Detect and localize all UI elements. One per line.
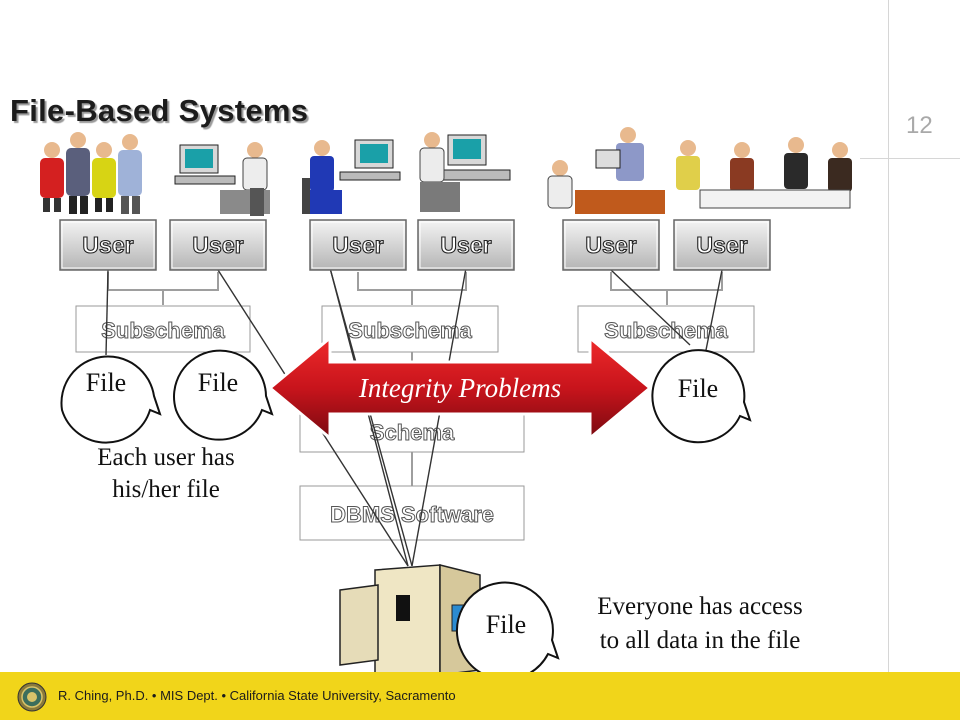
subschema-label: Subschema [348, 318, 472, 343]
computer-user-icon [302, 132, 511, 214]
user-button[interactable]: User [673, 219, 771, 271]
integrity-problems-arrow: Integrity Problems [267, 334, 653, 442]
user-button[interactable]: User [169, 219, 267, 271]
slide-title: File-Based Systems [10, 93, 309, 128]
user-button[interactable]: User [562, 219, 660, 271]
user-button-label: User [332, 232, 383, 258]
subschema-label: Subschema [101, 318, 225, 343]
subschema-box: Subschema [75, 305, 251, 353]
computer-user-icon [174, 142, 270, 216]
dbms-software-label: DBMS Software [330, 502, 494, 527]
user-button-label: User [82, 232, 133, 258]
file-callout: File [651, 349, 752, 444]
file-callout: File [60, 355, 162, 444]
file-label: File [198, 368, 238, 397]
access-lines [105, 267, 723, 567]
user-button-label: User [192, 232, 243, 258]
subschema-box: Subschema [577, 305, 755, 353]
user-button[interactable]: User [59, 219, 157, 271]
file-label: File [86, 368, 126, 397]
university-seal-icon [17, 682, 47, 712]
annotation-everyone-line1: Everyone has access [597, 593, 802, 620]
annotation-everyone-line2: to all data in the file [600, 627, 801, 654]
annotation-each-user-line2: his/her file [112, 476, 220, 503]
user-button[interactable]: User [309, 219, 407, 271]
integrity-problems-label: Integrity Problems [358, 373, 561, 403]
title-rule-line [860, 158, 960, 159]
user-button-label: User [585, 232, 636, 258]
file-callout: File [173, 349, 274, 441]
footer-bar: R. Ching, Ph.D. • MIS Dept. • California… [0, 672, 960, 720]
footer-text: R. Ching, Ph.D. • MIS Dept. • California… [58, 688, 456, 703]
annotation-each-user-line1: Each user has [97, 444, 234, 471]
user-button-label: User [696, 232, 747, 258]
subschema-box: Subschema [321, 305, 499, 353]
right-margin-line [888, 0, 889, 672]
meeting-icon [547, 127, 852, 214]
dbms-software-box: DBMS Software [299, 485, 525, 541]
file-callout: File [455, 581, 560, 681]
file-label: File [678, 374, 718, 403]
page-number: 12 [906, 112, 933, 139]
user-button-label: User [440, 232, 491, 258]
schema-label: Schema [370, 420, 455, 445]
user-button[interactable]: User [417, 219, 515, 271]
people-group-icon [40, 132, 142, 214]
file-label: File [486, 610, 526, 639]
